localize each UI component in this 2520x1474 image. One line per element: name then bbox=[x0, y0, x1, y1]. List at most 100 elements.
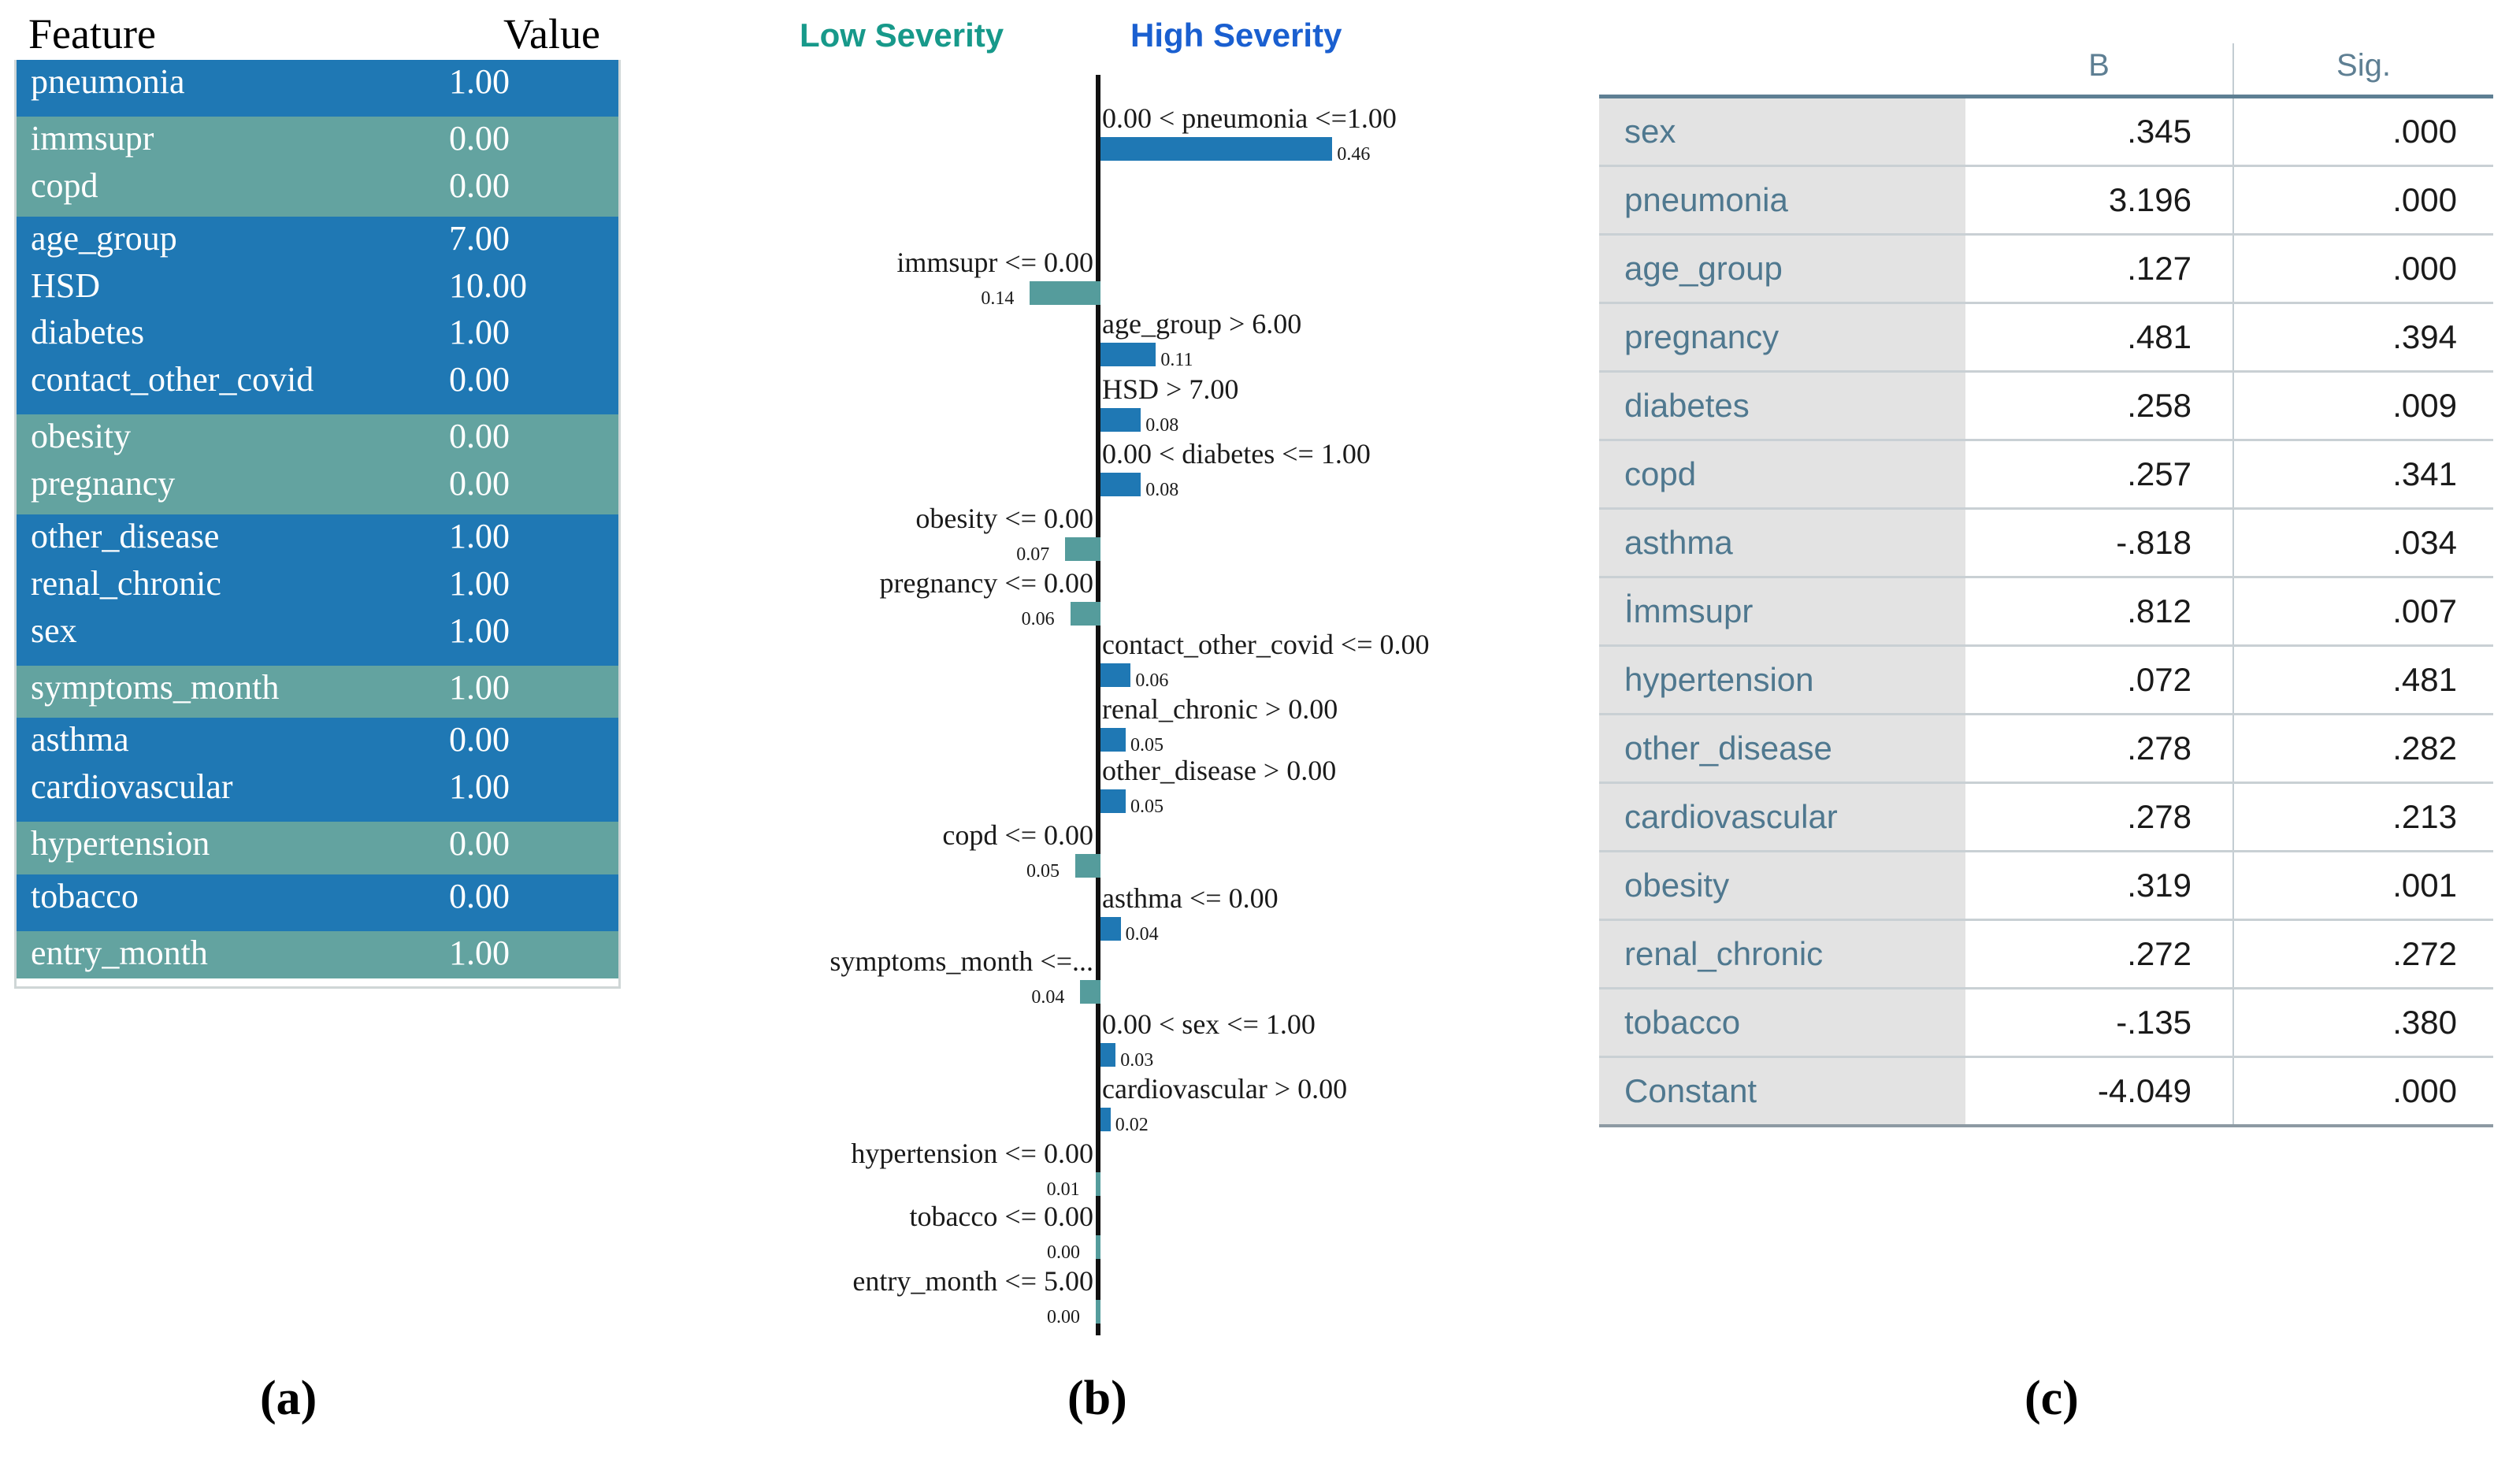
legend-high-severity: High Severity bbox=[1130, 17, 1342, 54]
coefficient-b-cell: .278 bbox=[1965, 714, 2234, 784]
header-feature: Feature bbox=[28, 10, 156, 58]
panel-a-caption: (a) bbox=[260, 1372, 317, 1425]
lime-bar-value: 0.07 bbox=[1016, 544, 1050, 566]
lime-feature-label: 0.00 < sex <= 1.00 bbox=[1102, 1008, 1316, 1040]
feature-name-cell: sex bbox=[17, 608, 449, 656]
col-header-sig: Sig. bbox=[2233, 43, 2493, 97]
feature-name-cell: copd bbox=[17, 163, 449, 211]
lime-bar bbox=[1096, 1299, 1100, 1324]
significance-cell: .009 bbox=[2233, 371, 2493, 441]
lime-bar-value: 0.02 bbox=[1115, 1114, 1149, 1135]
variable-name-cell: copd bbox=[1599, 440, 1965, 510]
significance-cell: .380 bbox=[2233, 988, 2493, 1058]
feature-value-cell: 1.00 bbox=[449, 608, 618, 656]
zero-axis-line bbox=[1096, 75, 1100, 1335]
band-separator bbox=[17, 812, 618, 822]
significance-cell: .282 bbox=[2233, 714, 2493, 784]
lime-bar bbox=[1095, 1171, 1100, 1196]
lime-bar bbox=[1075, 853, 1100, 878]
lime-bar bbox=[1100, 408, 1141, 433]
table-row: asthma-.818.034 bbox=[1599, 508, 2493, 578]
feature-value-cell: 1.00 bbox=[449, 60, 618, 107]
significance-cell: .213 bbox=[2233, 782, 2493, 852]
feature-value-cell: 0.00 bbox=[449, 822, 618, 869]
band-separator bbox=[17, 508, 618, 514]
table-row: hypertension.072.481 bbox=[1599, 645, 2493, 715]
lime-feature-label: pregnancy <= 0.00 bbox=[879, 566, 1093, 599]
coefficient-b-cell: .072 bbox=[1965, 645, 2234, 715]
table-row: obesity.319.001 bbox=[1599, 851, 2493, 921]
coefficient-b-cell: .319 bbox=[1965, 851, 2234, 921]
variable-name-cell: İmmsupr bbox=[1599, 577, 1965, 647]
significance-cell: .034 bbox=[2233, 508, 2493, 578]
coefficient-b-cell: .812 bbox=[1965, 577, 2234, 647]
lime-feature-label: hypertension <= 0.00 bbox=[851, 1137, 1093, 1169]
lime-bar-value: 0.00 bbox=[1047, 1306, 1080, 1327]
lime-bar-value: 0.06 bbox=[1021, 608, 1055, 629]
lime-feature-label: symptoms_month <=... bbox=[829, 945, 1093, 977]
lime-feature-label: other_disease > 0.00 bbox=[1102, 755, 1337, 787]
feature-value-cell: 10.00 bbox=[449, 263, 618, 311]
lime-feature-label: age_group > 6.00 bbox=[1102, 307, 1302, 340]
lime-feature-label: tobacco <= 0.00 bbox=[909, 1200, 1093, 1232]
table-row: pregnancy.481.394 bbox=[1599, 303, 2493, 373]
feature-name-cell: other_disease bbox=[17, 514, 449, 562]
lime-bar bbox=[1100, 342, 1156, 366]
table-row: Constant-4.049.000 bbox=[1599, 1056, 2493, 1127]
lime-bar-value: 0.14 bbox=[981, 288, 1015, 309]
feature-value-cell: 0.00 bbox=[449, 462, 618, 509]
lime-bar-value: 0.08 bbox=[1145, 480, 1179, 501]
feature-name-cell: tobacco bbox=[17, 874, 449, 922]
lime-feature-label: entry_month <= 5.00 bbox=[852, 1264, 1093, 1297]
legend-low-severity: Low Severity bbox=[800, 17, 1004, 54]
band-separator-cell bbox=[17, 869, 618, 874]
band-separator bbox=[17, 405, 618, 415]
variable-name-cell: pneumonia bbox=[1599, 165, 1965, 236]
lime-bar-value: 0.11 bbox=[1160, 349, 1193, 370]
feature-name-cell: symptoms_month bbox=[17, 665, 449, 713]
feature-value-cell: 1.00 bbox=[449, 665, 618, 713]
feature-value-cell: 7.00 bbox=[449, 216, 618, 264]
lime-bar-value: 0.04 bbox=[1031, 986, 1065, 1008]
feature-value-cell: 1.00 bbox=[449, 930, 618, 978]
coefficient-b-cell: -.818 bbox=[1965, 508, 2234, 578]
band-separator-cell bbox=[17, 921, 618, 931]
band-separator-cell bbox=[17, 508, 618, 514]
feature-table-header: Feature Value bbox=[14, 11, 621, 60]
variable-name-cell: age_group bbox=[1599, 234, 1965, 304]
table-row: sex.345.000 bbox=[1599, 95, 2493, 167]
band-separator bbox=[17, 210, 618, 217]
feature-name-cell: cardiovascular bbox=[17, 765, 449, 813]
table-row: İmmsupr.812.007 bbox=[1599, 577, 2493, 647]
severity-legend: Low Severity High Severity bbox=[733, 14, 1544, 61]
band-separator bbox=[17, 712, 618, 718]
lime-bar bbox=[1100, 137, 1333, 162]
feature-name-cell: asthma bbox=[17, 718, 449, 766]
significance-cell: .272 bbox=[2233, 919, 2493, 989]
lime-bar bbox=[1100, 473, 1141, 497]
lime-bar bbox=[1100, 663, 1131, 688]
lime-bar bbox=[1100, 1042, 1116, 1067]
lime-feature-label: cardiovascular > 0.00 bbox=[1102, 1072, 1348, 1105]
lime-bar bbox=[1030, 280, 1100, 305]
lime-bar bbox=[1065, 537, 1100, 562]
lime-bar-value: 0.46 bbox=[1337, 144, 1371, 165]
feature-value-cell: 0.00 bbox=[449, 163, 618, 211]
feature-name-cell: age_group bbox=[17, 216, 449, 264]
variable-name-cell: obesity bbox=[1599, 851, 1965, 921]
lime-explanation-panel: Low Severity High Severity 0.00 < pneumo… bbox=[733, 0, 1544, 1371]
feature-name-cell: obesity bbox=[17, 414, 449, 462]
feature-name-cell: HSD bbox=[17, 263, 449, 311]
